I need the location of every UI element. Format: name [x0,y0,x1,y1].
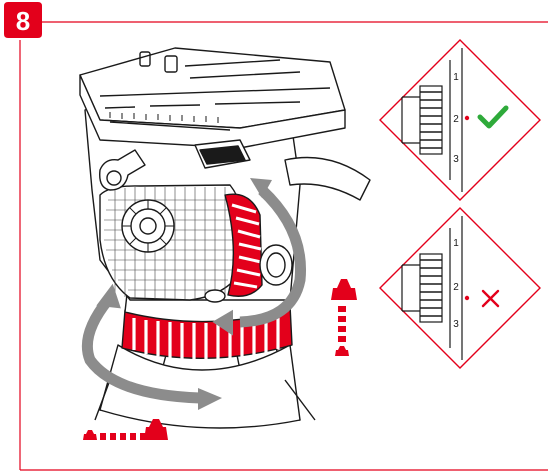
detail-panel-correct: 1 2 3 [379,39,541,201]
weight-scale-vertical-icon [331,279,357,356]
drag-knob [259,244,293,286]
grip-panel [99,184,247,301]
weight-scale-horizontal-icon [83,419,168,440]
scale-label-2: 2 [453,114,459,125]
indicator-dot [464,295,470,301]
step-badge: 8 [4,2,42,38]
indicator-dot [464,115,470,121]
check-icon [477,105,509,129]
scale-label-3: 3 [453,154,459,165]
scale-label-1: 1 [453,72,459,83]
curved-arrow-tilt-icon [212,178,307,336]
scale-label-2: 2 [453,282,459,293]
scale-label-3: 3 [453,319,459,330]
lock-lever [99,149,146,191]
step-number: 8 [16,6,30,36]
page-frame [19,21,548,471]
tilt-knob [121,199,175,253]
detail-panel-incorrect: 1 2 3 [379,207,541,369]
scale-label-1: 1 [453,238,459,249]
curved-arrow-pan-icon [81,283,222,410]
cross-icon [481,289,500,308]
fluid-head-illustration [79,47,371,429]
